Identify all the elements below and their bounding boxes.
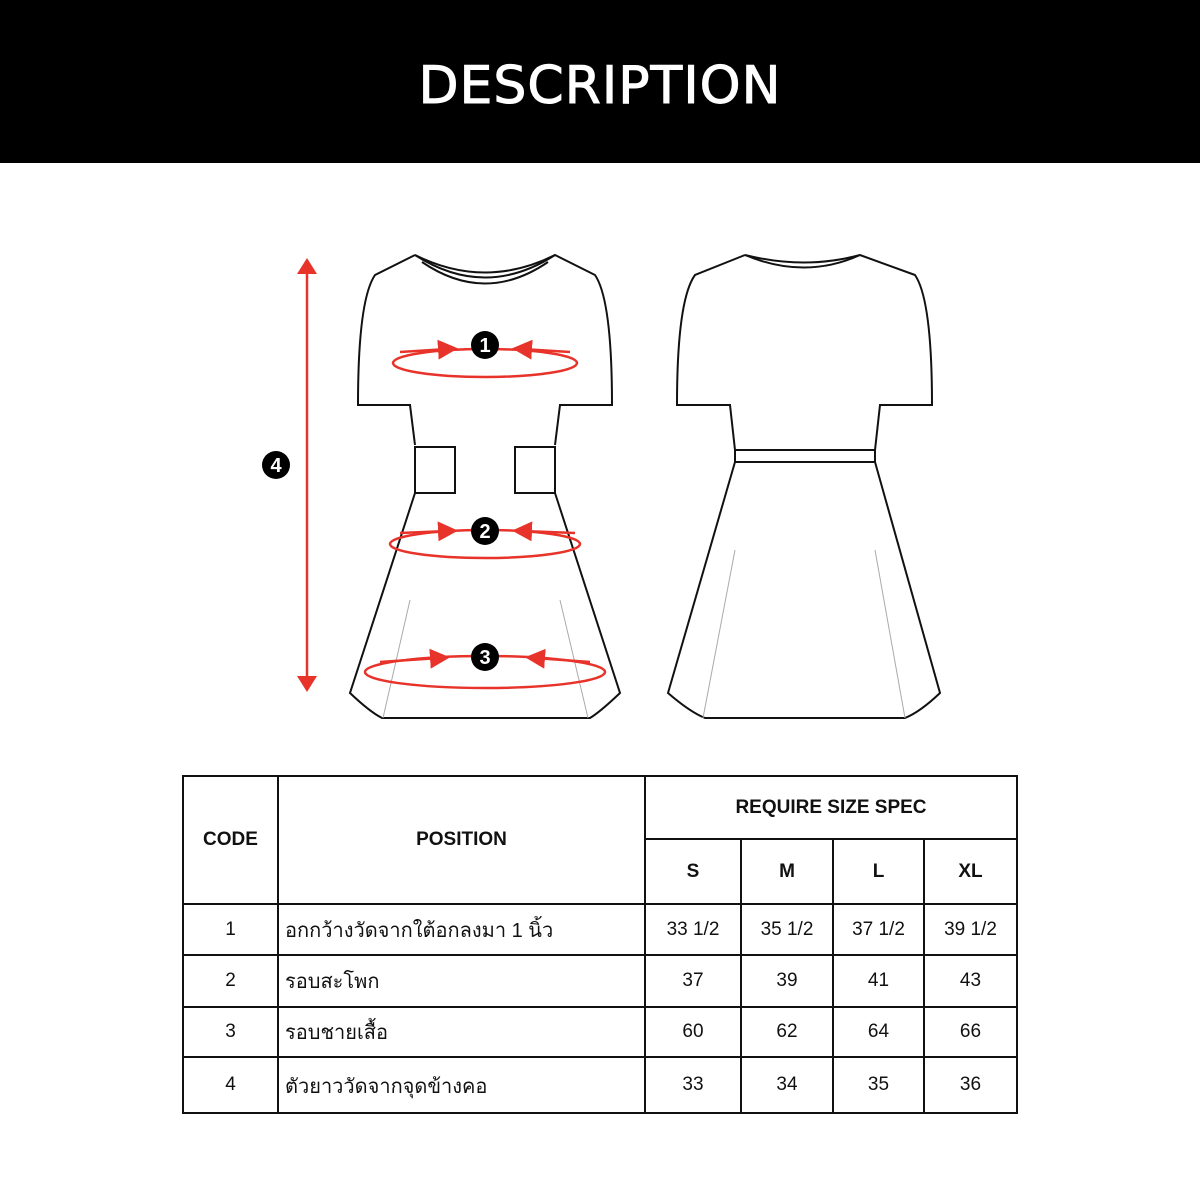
page-title: DESCRIPTION (418, 55, 782, 116)
value-cell: 66 (923, 1006, 1018, 1058)
value-cell: 39 (740, 954, 834, 1008)
table-row: 1 อกกว้างวัดจากใต้อกลงมา 1 นิ้ว 33 1/2 3… (182, 903, 1018, 956)
code-cell: 2 (182, 954, 279, 1008)
table-row: 3 รอบชายเสื้อ 60 62 64 66 (182, 1006, 1018, 1058)
value-cell: 34 (740, 1056, 834, 1114)
value-cell: 33 1/2 (644, 903, 742, 956)
value-cell: 43 (923, 954, 1018, 1008)
front-dress (348, 253, 622, 719)
size-spec-table: CODE POSITION REQUIRE SIZE SPEC S M L XL… (182, 775, 1018, 1114)
size-xl: XL (923, 838, 1018, 905)
position-cell: รอบชายเสื้อ (277, 1006, 646, 1058)
position-header: POSITION (277, 775, 646, 905)
value-cell: 33 (644, 1056, 742, 1114)
value-cell: 64 (832, 1006, 925, 1058)
value-cell: 35 1/2 (740, 903, 834, 956)
value-cell: 36 (923, 1056, 1018, 1114)
value-cell: 60 (644, 1006, 742, 1058)
size-m: M (740, 838, 834, 905)
position-cell: รอบสะโพก (277, 954, 646, 1008)
code-header: CODE (182, 775, 279, 905)
marker-3: 3 (479, 647, 490, 669)
position-cell: ตัวยาววัดจากจุดข้างคอ (277, 1056, 646, 1114)
size-l: L (832, 838, 925, 905)
code-cell: 3 (182, 1006, 279, 1058)
code-cell: 4 (182, 1056, 279, 1114)
value-cell: 62 (740, 1006, 834, 1058)
value-cell: 37 1/2 (832, 903, 925, 956)
code-cell: 1 (182, 903, 279, 956)
marker-1: 1 (479, 335, 490, 357)
value-cell: 37 (644, 954, 742, 1008)
header-banner: DESCRIPTION (0, 0, 1200, 163)
spec-header: REQUIRE SIZE SPEC (644, 775, 1018, 840)
value-cell: 41 (832, 954, 925, 1008)
marker-2: 2 (479, 521, 490, 543)
marker-4: 4 (270, 455, 282, 477)
value-cell: 35 (832, 1056, 925, 1114)
position-cell: อกกว้างวัดจากใต้อกลงมา 1 นิ้ว (277, 903, 646, 956)
back-dress (666, 253, 942, 719)
size-s: S (644, 838, 742, 905)
value-cell: 39 1/2 (923, 903, 1018, 956)
table-row: 4 ตัวยาววัดจากจุดข้างคอ 33 34 35 36 (182, 1056, 1018, 1114)
measure-lines (297, 258, 607, 692)
table-row: 2 รอบสะโพก 37 39 41 43 (182, 954, 1018, 1008)
dress-illustration: 1 2 3 4 (262, 253, 942, 719)
